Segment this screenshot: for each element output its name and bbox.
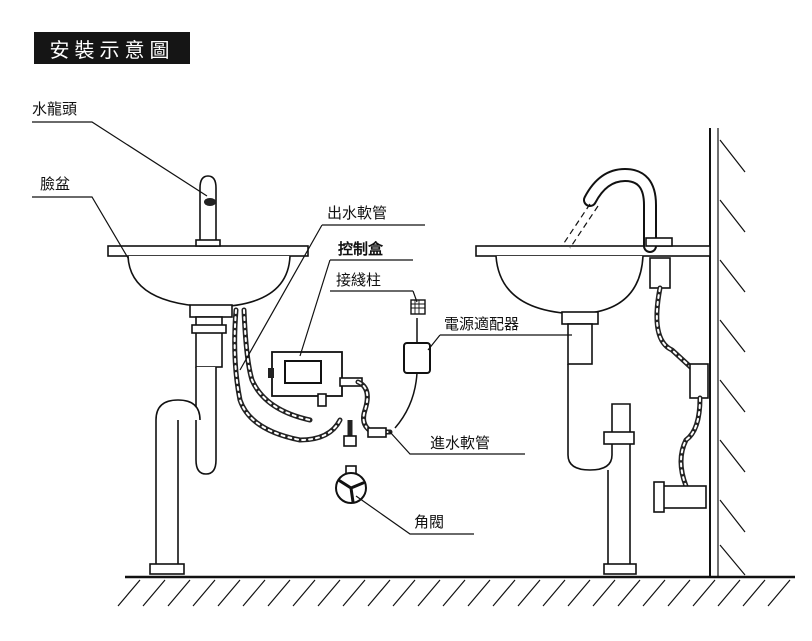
control-box — [268, 351, 363, 407]
floor — [117, 575, 795, 607]
right-hose-assembly — [649, 257, 709, 513]
inlet-hose — [343, 379, 393, 447]
label-inlet-hose: 進水軟管 — [430, 434, 490, 452]
power-adapter — [394, 299, 431, 429]
label-basin: 臉盆 — [40, 175, 70, 193]
left-faucet — [195, 175, 221, 247]
left-outlet-hose — [232, 307, 343, 443]
right-basin — [475, 245, 711, 325]
angle-valve — [335, 465, 367, 504]
label-faucet: 水龍頭 — [32, 100, 77, 118]
label-outlet-hose: 出水軟管 — [327, 204, 387, 222]
diagram-title: 安裝示意圖 — [34, 32, 190, 64]
left-drain-trap — [149, 316, 227, 575]
right-drain-trap — [567, 323, 637, 575]
wall — [709, 128, 746, 576]
label-power-adapter: 電源適配器 — [444, 315, 519, 333]
label-control-box: 控制盒 — [338, 240, 384, 258]
right-faucet — [561, 167, 673, 253]
label-angle-valve: 角閥 — [414, 513, 444, 531]
leader-lines — [32, 121, 572, 535]
label-terminal: 接綫柱 — [336, 271, 381, 289]
left-basin — [107, 245, 309, 318]
